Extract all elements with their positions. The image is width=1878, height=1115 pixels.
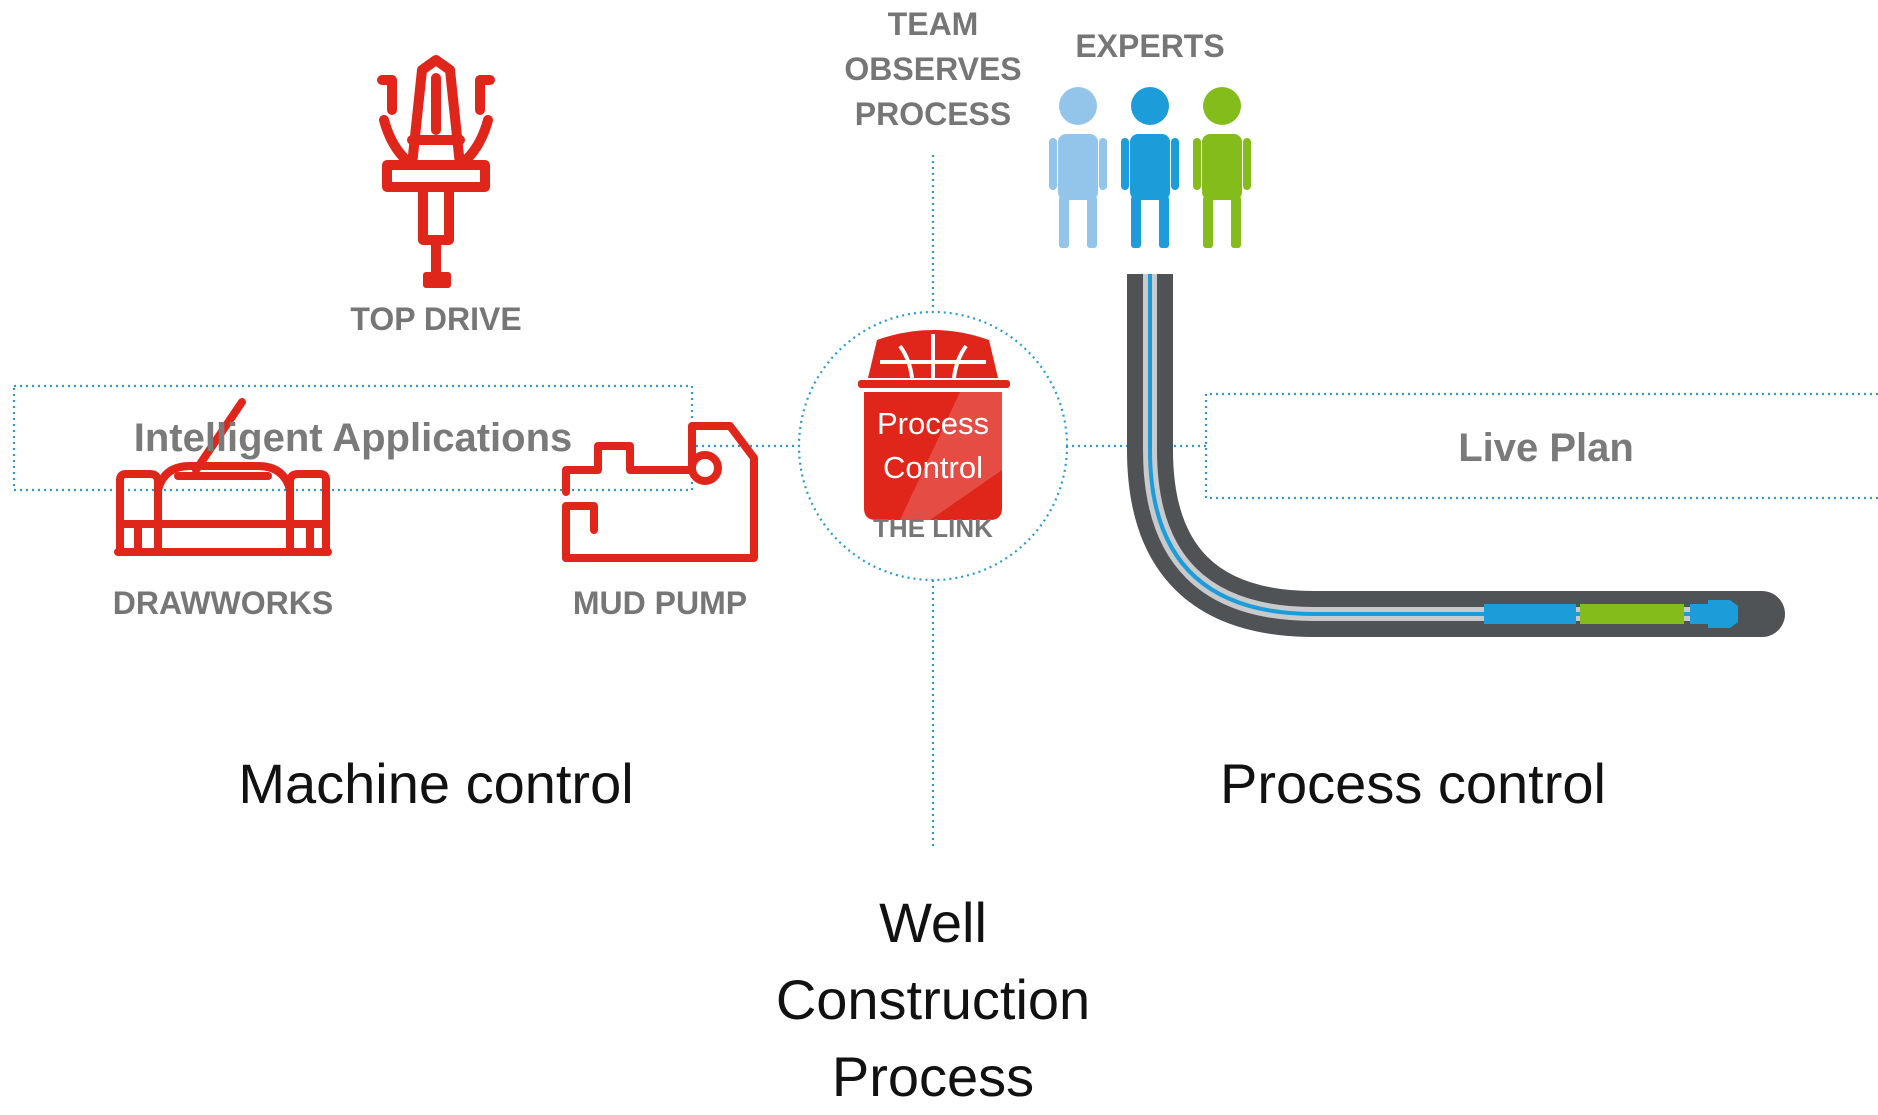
- process-control-heading: Process control: [1220, 752, 1606, 815]
- top-drive-base: [423, 272, 451, 288]
- well-construction-line-1: Well: [879, 891, 987, 954]
- well-construction-line-3: Process: [831, 1045, 1035, 1108]
- person-light-blue-icon: [1049, 87, 1107, 248]
- team-observes-line-2: OBSERVES: [844, 51, 1022, 87]
- top-drive-icon: [377, 55, 495, 277]
- team-observes-line-1: TEAM: [887, 6, 979, 42]
- live-plan-box: [1204, 392, 1878, 500]
- person-blue-icon: [1121, 87, 1179, 248]
- experts-label: EXPERTS: [1075, 28, 1225, 64]
- machine-control-heading: Machine control: [238, 752, 634, 815]
- the-link-label: THE LINK: [873, 513, 993, 543]
- live-plan-label: Live Plan: [1458, 426, 1634, 470]
- drawworks-label: DRAWWORKS: [112, 585, 334, 621]
- well-construction-line-2: Construction: [775, 968, 1091, 1031]
- team-observes-label: TEAM OBSERVES PROCESS: [833, 2, 1033, 137]
- process-control-line-2: Control: [883, 450, 983, 485]
- process-control-pot-icon: [858, 330, 1010, 520]
- link-circle: [797, 310, 1069, 582]
- person-green-icon: [1193, 87, 1251, 248]
- wellbore-pipe-icon: [1127, 274, 1785, 637]
- well-construction-heading: Well Construction Process: [733, 884, 1133, 1115]
- drill-tool: [1484, 600, 1738, 628]
- team-observes-line-3: PROCESS: [854, 96, 1012, 132]
- drawworks-icon: [114, 398, 332, 556]
- intelligent-applications-box: [12, 384, 694, 492]
- process-control-line-1: Process: [877, 406, 989, 441]
- intelligent-applications-label: Intelligent Applications: [133, 416, 573, 460]
- mud-pump-label: MUD PUMP: [572, 585, 748, 621]
- mud-pump-icon: [562, 422, 758, 562]
- process-control-box-label: Process Control: [864, 402, 1002, 490]
- top-drive-label: TOP DRIVE: [350, 301, 522, 337]
